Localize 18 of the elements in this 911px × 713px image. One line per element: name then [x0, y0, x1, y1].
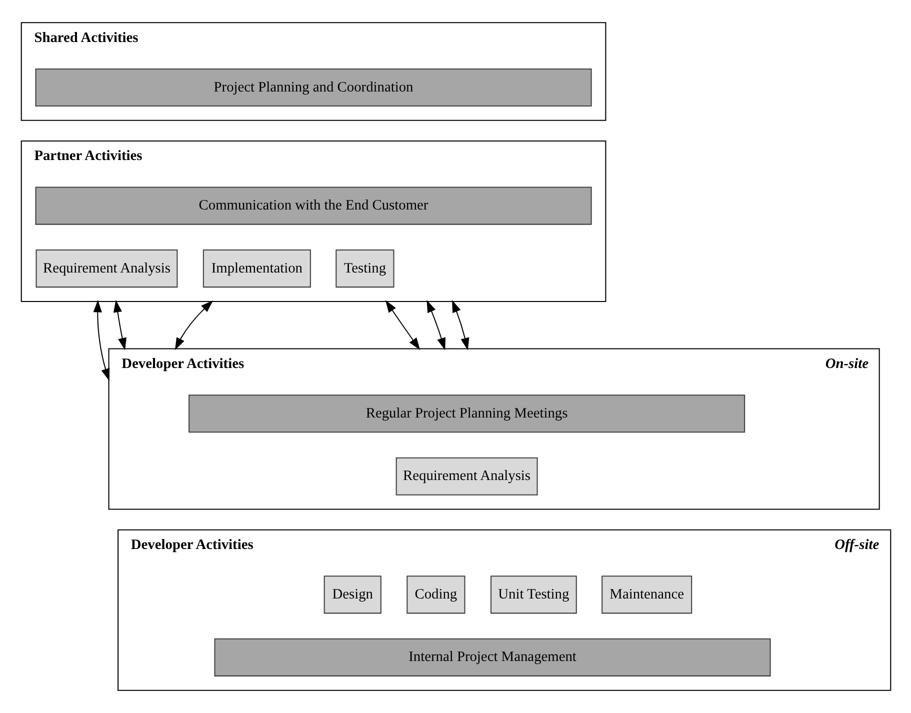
node-box: Maintenance — [601, 576, 692, 614]
node-box: Implementation — [202, 250, 310, 288]
node-box: Requirement Analysis — [395, 457, 538, 496]
arrow — [452, 300, 469, 350]
node-box: Coding — [406, 576, 465, 614]
node-box: Design — [323, 576, 381, 614]
node-box: Unit Testing — [490, 576, 576, 614]
node-box: Testing — [335, 250, 394, 288]
arrow — [112, 300, 126, 350]
node-box: Project Planning and Coordination — [34, 68, 592, 106]
node-box: Communication with the End Customer — [34, 186, 592, 225]
arrow — [92, 300, 110, 381]
node-box: Internal Project Management — [214, 638, 770, 676]
arrow — [384, 300, 420, 350]
node-box: Regular Project Planning Meetings — [188, 394, 745, 433]
arrow — [426, 300, 446, 350]
arrow — [174, 300, 213, 350]
node-box: Requirement Analysis — [35, 250, 178, 288]
